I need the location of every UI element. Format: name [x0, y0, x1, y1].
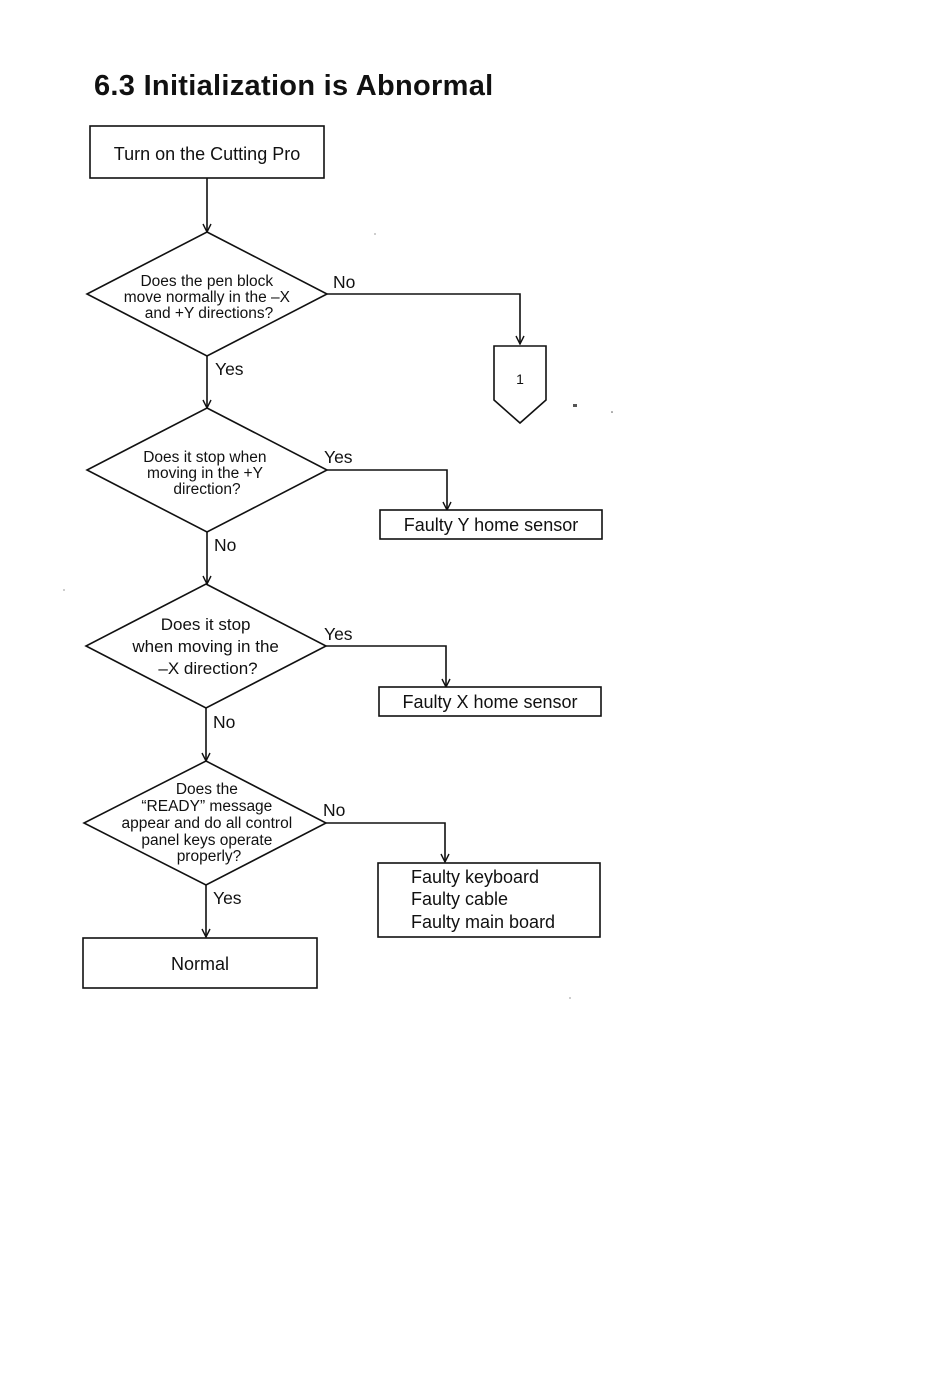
result-keyboard-cable-board-text: Faulty keyboard Faulty cable Faulty main… [411, 867, 555, 932]
decision-ready-line: panel keys operate [141, 832, 272, 849]
decision-pen-block: Does the pen block move normally in the … [85, 231, 329, 357]
label-stop-x-yes: Yes [324, 624, 353, 644]
decision-stop-y-line: moving in the +Y [147, 465, 263, 482]
scan-speck [569, 997, 571, 999]
start-box: Turn on the Cutting Pro [89, 125, 325, 179]
scan-speck [374, 233, 376, 235]
decision-stop-y: Does it stop when moving in the +Y direc… [85, 407, 329, 533]
off-page-connector: 1 [493, 345, 547, 425]
decision-stop-x-line: –X direction? [158, 659, 257, 678]
result-keyboard-line: Faulty keyboard [411, 867, 539, 887]
label-ready-no: No [323, 800, 345, 820]
decision-ready-line: Does the [176, 781, 238, 798]
decision-ready-line: appear and do all control [122, 815, 293, 832]
decision-pen-block-line: Does the pen block [140, 273, 273, 290]
decision-stop-x: Does it stop when moving in the –X direc… [84, 583, 328, 709]
label-pen-block-no: No [333, 272, 355, 292]
result-keyboard-cable-board: Faulty keyboard Faulty cable Faulty main… [377, 862, 601, 938]
label-stop-y-no: No [214, 535, 236, 555]
arrow-ready-no [326, 822, 445, 862]
off-page-connector-text: 1 [516, 371, 524, 387]
result-normal-text: Normal [171, 954, 229, 974]
result-y-home-sensor-text: Faulty Y home sensor [404, 515, 578, 535]
decision-pen-block-text: Does the pen block move normally in the … [124, 273, 295, 322]
decision-ready-text: Does the “READY” message appear and do a… [122, 781, 297, 865]
result-keyboard-line: Faulty cable [411, 889, 508, 909]
decision-stop-y-line: direction? [173, 481, 241, 498]
scan-speck [573, 404, 577, 407]
decision-pen-block-line: move normally in the –X [124, 289, 291, 306]
decision-stop-y-line: Does it stop when [143, 449, 266, 466]
decision-ready-line: properly? [177, 848, 242, 865]
label-stop-x-no: No [213, 712, 235, 732]
decision-stop-x-line: Does it stop [161, 615, 251, 634]
decision-stop-x-text: Does it stop when moving in the –X direc… [131, 615, 283, 678]
scan-speck [63, 589, 65, 591]
result-keyboard-line: Faulty main board [411, 912, 555, 932]
scan-speck [611, 411, 613, 413]
page-title: 6.3 Initialization is Abnormal [94, 70, 494, 102]
label-stop-y-yes: Yes [324, 447, 353, 467]
decision-ready-line: “READY” message [141, 798, 272, 815]
arrow-pen-block-no [327, 293, 520, 344]
result-normal: Normal [82, 937, 318, 989]
label-pen-block-yes: Yes [215, 359, 244, 379]
result-x-home-sensor: Faulty X home sensor [378, 686, 602, 717]
start-box-text: Turn on the Cutting Pro [114, 144, 300, 164]
result-x-home-sensor-text: Faulty X home sensor [402, 692, 577, 712]
arrow-stop-x-yes [326, 645, 446, 687]
result-y-home-sensor: Faulty Y home sensor [379, 509, 603, 540]
decision-stop-y-text: Does it stop when moving in the +Y direc… [143, 449, 271, 498]
decision-stop-x-line: when moving in the [131, 637, 278, 656]
decision-pen-block-line: and +Y directions? [145, 305, 274, 322]
label-ready-yes: Yes [213, 888, 242, 908]
decision-ready: Does the “READY” message appear and do a… [82, 760, 328, 886]
arrow-stop-y-yes [327, 469, 447, 510]
